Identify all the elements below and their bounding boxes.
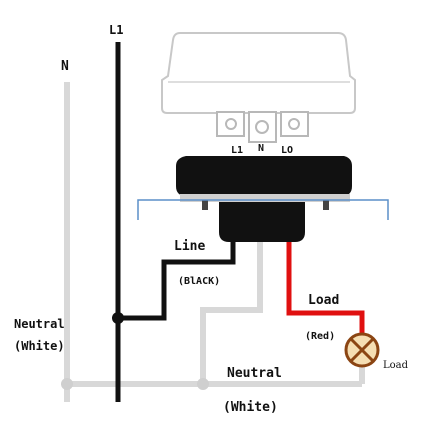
neutral-junctions <box>61 378 209 390</box>
neutral-left-label-1: Neutral <box>14 317 65 331</box>
load-wire <box>286 242 365 334</box>
line-receptacle-wire <box>118 242 236 321</box>
line-junction <box>112 312 124 324</box>
receptacle-body <box>219 202 305 242</box>
terminal-label-lo: LO <box>281 145 293 156</box>
neutral-top-label: N <box>61 59 69 74</box>
line-color-label: (BlACK) <box>178 276 220 287</box>
photocell-cap <box>161 32 356 114</box>
terminal-label-l1: L1 <box>231 145 243 156</box>
neutral-receptacle-wire <box>200 242 263 384</box>
neutral-bottom-label-2: (White) <box>223 400 278 415</box>
terminal-prongs <box>216 111 309 143</box>
load-label: Load <box>308 293 339 308</box>
line-wires <box>115 42 236 402</box>
load-color-label: (Red) <box>305 331 335 342</box>
line-label: Line <box>174 239 205 254</box>
neutral-left-label-2: (White) <box>14 339 65 353</box>
neutral-bottom-label-1: Neutral <box>227 366 282 381</box>
mounting-plate <box>137 199 389 220</box>
line-top-label: L1 <box>109 23 123 37</box>
neutral-wires <box>64 82 365 402</box>
receptacle-housing <box>176 156 352 210</box>
terminal-label-n: N <box>258 143 264 154</box>
lamp-label: Load <box>383 360 409 371</box>
lamp-icon <box>344 332 380 368</box>
